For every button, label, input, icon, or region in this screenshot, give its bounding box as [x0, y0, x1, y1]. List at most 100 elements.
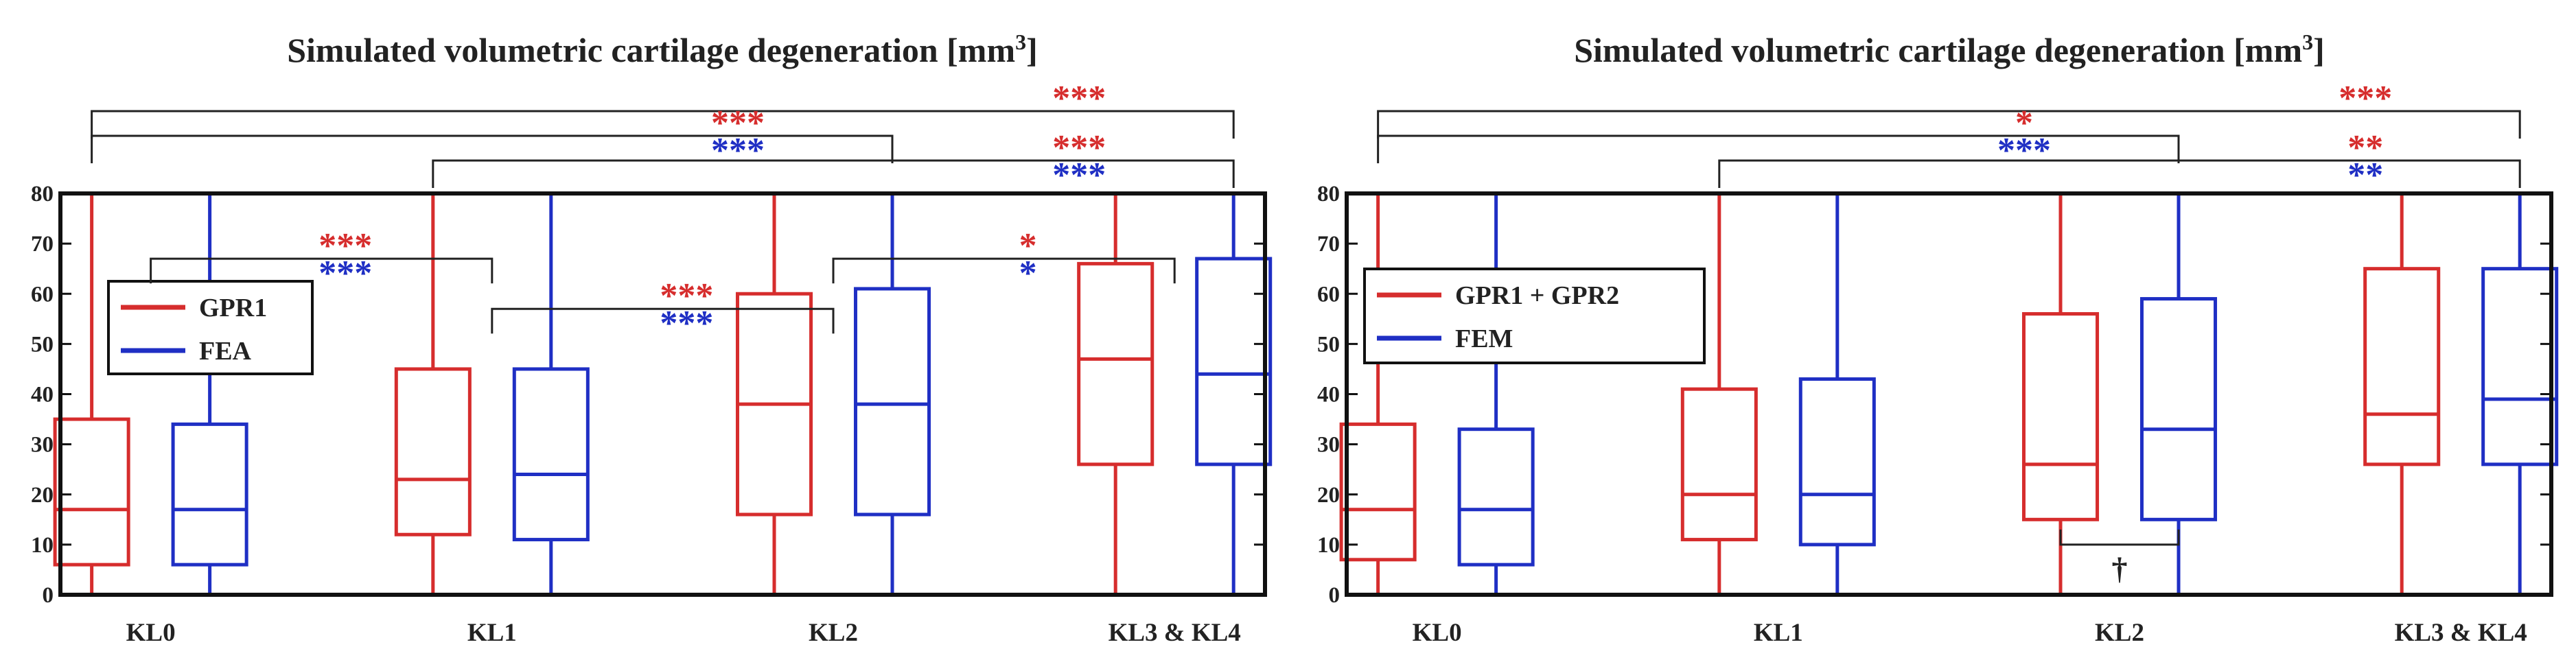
bracket-line — [491, 307, 835, 334]
x-category-label: KL0 — [1413, 619, 1462, 647]
box-iqr — [1339, 422, 1417, 562]
box-gpr1-gpr2-kl1 — [1680, 193, 1758, 595]
significance-stars-red: *** — [1052, 79, 1106, 118]
significance-stars-blue: *** — [1997, 131, 2051, 170]
box-gpr1-kl2 — [735, 193, 813, 595]
significance-bracket: ****** — [491, 276, 835, 343]
legend-label: GPR1 + GPR2 — [1455, 281, 1619, 310]
x-category-label: KL3 & KL4 — [1109, 619, 1241, 647]
significance-bracket: *** — [1377, 79, 2521, 139]
box-iqr — [2021, 312, 2100, 521]
significance-stars-red: *** — [711, 104, 765, 143]
box-iqr — [2481, 267, 2559, 466]
box-fem-kl3-kl4 — [2481, 193, 2559, 595]
significance-stars-red: *** — [660, 276, 713, 316]
chart-title-close: ] — [2313, 31, 2325, 69]
box-fem-kl0 — [1457, 193, 1535, 595]
box-iqr — [512, 367, 590, 542]
box-gpr1-kl3-kl4 — [1077, 193, 1154, 595]
y-tick-label: 30 — [31, 433, 54, 458]
y-tick-label: 40 — [1317, 383, 1340, 407]
box-gpr1-kl0 — [53, 193, 130, 595]
bracket-line — [1377, 134, 2180, 163]
significance-bracket: **** — [1377, 104, 2180, 170]
box-fea-kl3-kl4 — [1195, 193, 1273, 595]
y-tick-label: 20 — [31, 483, 54, 508]
significance-bracket: ** — [832, 226, 1176, 293]
y-tick-label: 20 — [1317, 483, 1340, 508]
box-iqr — [1680, 387, 1758, 542]
y-tick-label: 60 — [1317, 282, 1340, 307]
y-tick-label: 70 — [31, 232, 54, 257]
significance-stars-red: *** — [1052, 128, 1106, 167]
box-iqr — [1798, 377, 1876, 547]
chart-title-superscript: 3 — [2302, 29, 2313, 54]
y-tick-label: 60 — [31, 282, 54, 307]
x-category-label: KL2 — [809, 619, 858, 647]
box-iqr — [853, 287, 931, 517]
chart-title: Simulated volumetric cartilage degenerat… — [287, 29, 1038, 69]
bracket-line — [832, 257, 1176, 284]
significance-bracket: ****** — [91, 104, 894, 170]
box-iqr — [1077, 261, 1154, 466]
significance-stars-blue: *** — [711, 131, 765, 170]
significance-bracket: **** — [1718, 128, 2521, 195]
bracket-line — [432, 159, 1235, 188]
box-iqr — [53, 417, 130, 567]
y-tick-label: 40 — [31, 383, 54, 407]
box-iqr — [1195, 257, 1273, 466]
chart-panel-2: Simulated volumetric cartilage degenerat… — [1317, 29, 2559, 647]
legend-label: FEA — [199, 337, 252, 366]
legend-label: GPR1 — [199, 294, 267, 322]
chart-title-close: ] — [1026, 31, 1038, 69]
box-gpr1-gpr2-kl3-kl4 — [2363, 193, 2441, 595]
significance-stars-blue: * — [1019, 254, 1037, 293]
y-tick-label: 80 — [1317, 182, 1340, 206]
chart-title-superscript: 3 — [1015, 29, 1026, 54]
significance-stars-blue: ** — [2347, 156, 2383, 195]
y-tick-label: 50 — [1317, 332, 1340, 357]
x-category-label: KL1 — [1754, 619, 1803, 647]
y-tick-label: 50 — [31, 332, 54, 357]
legend-box — [107, 280, 314, 375]
box-iqr — [394, 367, 472, 536]
box-iqr — [2139, 297, 2218, 521]
box-iqr — [1457, 427, 1535, 567]
significance-stars-red: *** — [2339, 79, 2392, 118]
significance-stars-blue: *** — [1052, 156, 1106, 195]
x-category-label: KL1 — [467, 619, 517, 647]
box-fea-kl0 — [171, 193, 248, 595]
legend-label: FEM — [1455, 324, 1513, 353]
plot-frame — [1345, 191, 2553, 597]
y-tick-label: 10 — [1317, 533, 1340, 558]
significance-stars-red: * — [1019, 226, 1037, 265]
x-category-label: KL2 — [2095, 619, 2144, 647]
plot-frame — [58, 191, 1267, 597]
x-category-label: KL3 & KL4 — [2395, 619, 2527, 647]
significance-stars-blue: *** — [660, 304, 713, 343]
bracket-line — [2059, 529, 2180, 546]
y-tick-label: 30 — [1317, 433, 1340, 458]
significance-bracket: *** — [91, 79, 1235, 139]
significance-stars-red: * — [2015, 104, 2033, 143]
y-tick-label: 10 — [31, 533, 54, 558]
chart-title-text: Simulated volumetric cartilage degenerat… — [287, 31, 1015, 69]
box-gpr1-kl1 — [394, 193, 472, 595]
significance-stars-red: ** — [2347, 128, 2383, 167]
bracket-line — [150, 257, 494, 284]
box-fea-kl2 — [853, 193, 931, 595]
box-fem-kl1 — [1798, 193, 1876, 595]
chart-title-text: Simulated volumetric cartilage degenerat… — [1574, 31, 2302, 69]
y-tick-label: 0 — [1329, 583, 1341, 608]
bracket-line — [91, 110, 1235, 139]
legend-box — [1363, 268, 1706, 364]
y-tick-label: 80 — [31, 182, 54, 206]
box-fea-kl1 — [512, 193, 590, 595]
box-iqr — [2363, 267, 2441, 466]
bracket-line — [91, 134, 894, 163]
significance-bracket: ****** — [432, 128, 1235, 195]
dagger-symbol: † — [2112, 551, 2128, 586]
